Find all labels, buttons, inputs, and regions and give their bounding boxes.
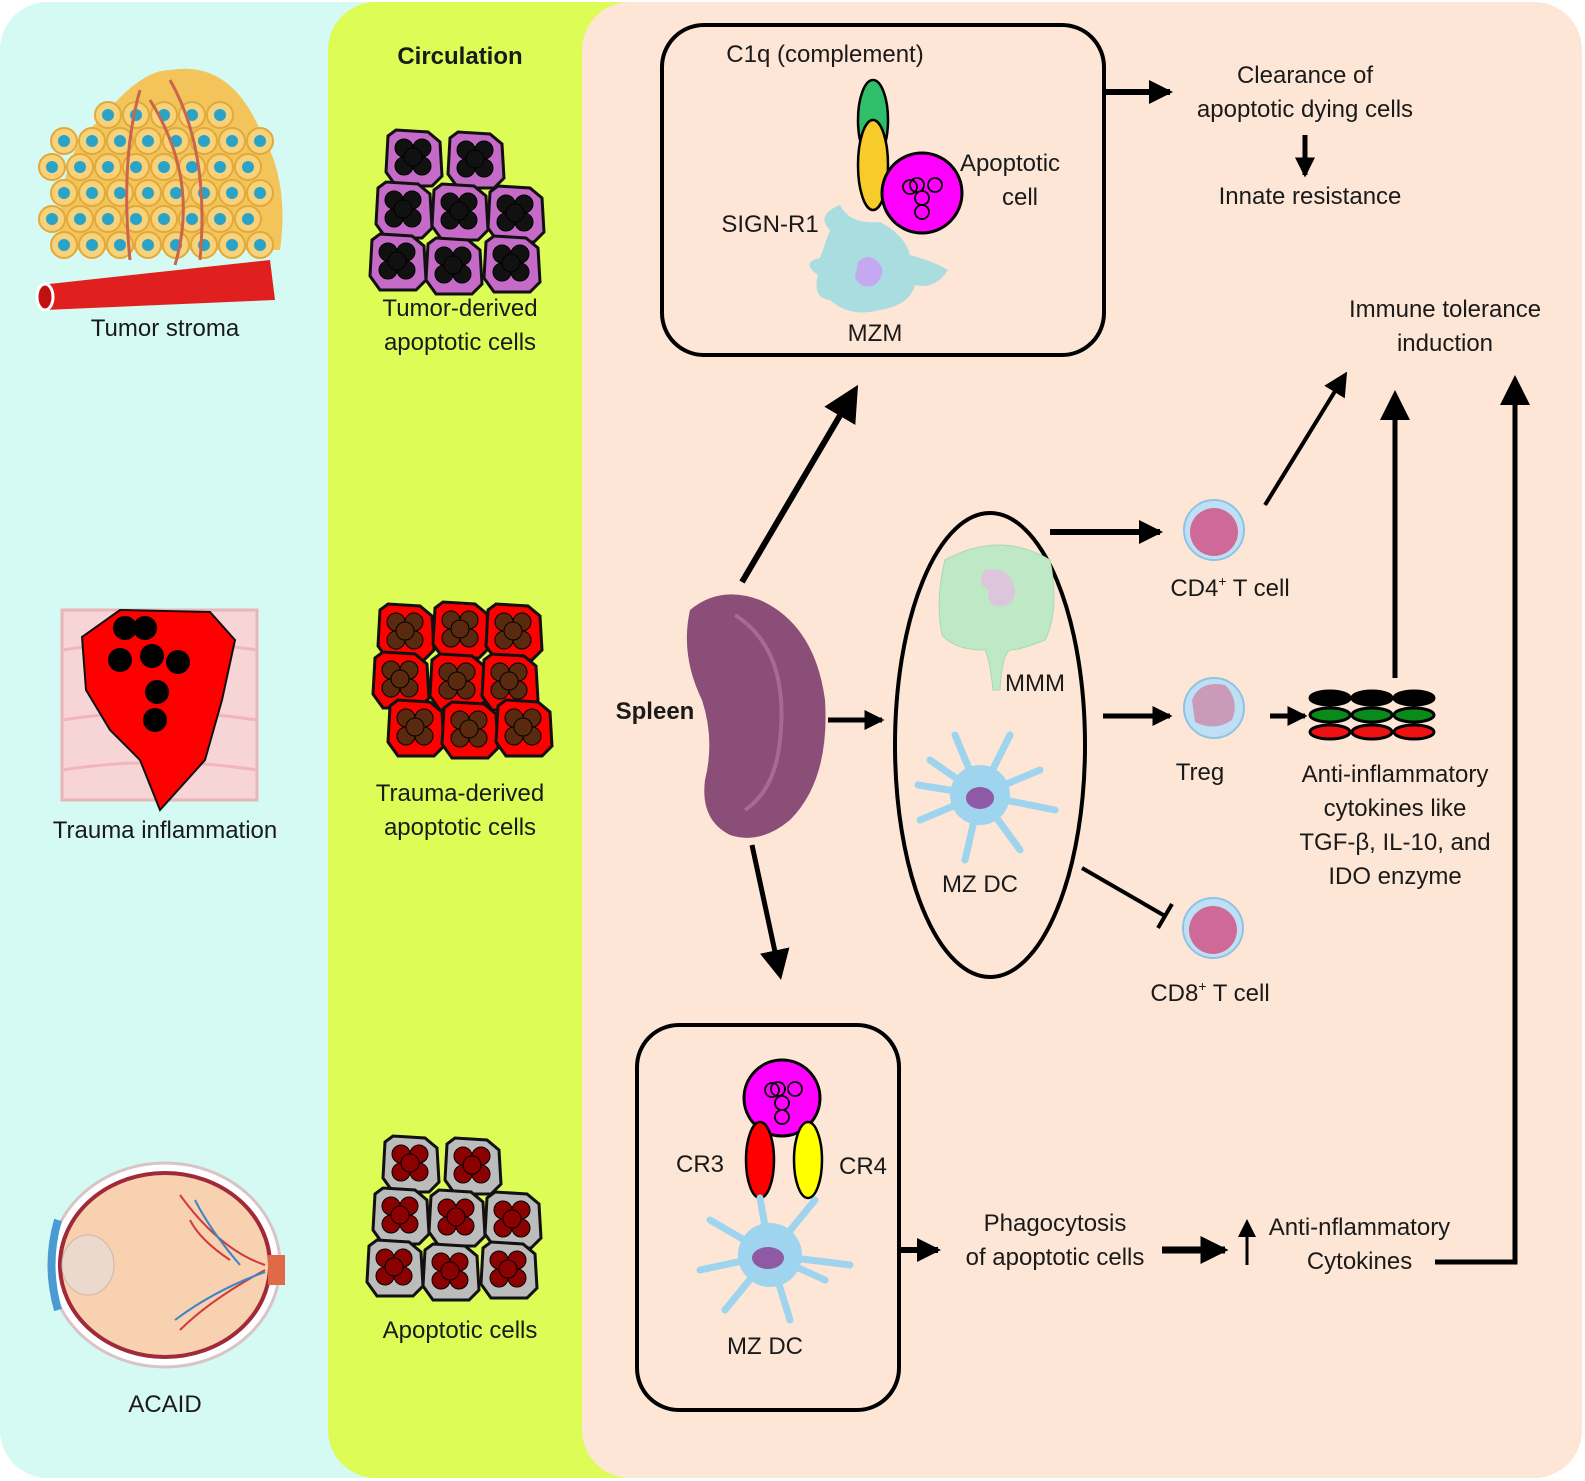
phagocytosis-label-l1: Phagocytosis [983, 1210, 1127, 1237]
arrow-bottom-to-tolerance [1435, 375, 1530, 1265]
eye-illustration [47, 1161, 285, 1369]
apoptotic-cell [424, 236, 484, 296]
apoptotic-cell-icon-top [880, 151, 964, 235]
trauma-derived-apoptotic-cells-cluster [371, 600, 554, 760]
apoptotic-cell [484, 602, 544, 662]
circulation-title: Circulation [397, 43, 523, 70]
trauma-derived-label-l1: Trauma-derived [375, 780, 545, 807]
apoptotic-cell [376, 602, 436, 662]
macrophage-dc-ellipse [893, 511, 1087, 979]
apoptotic-cell-label-l2: cell [1001, 184, 1038, 211]
sign-r1-yellow-icon [856, 118, 890, 212]
spleen-icon [686, 594, 826, 838]
apoptotic-cell [494, 698, 554, 758]
tumor-derived-apoptotic-cells-cluster [368, 128, 546, 296]
cd4-t-cell-icon [1183, 499, 1245, 561]
apoptotic-cell [443, 1136, 503, 1196]
apoptotic-cell-label-l1: Apoptotic [959, 150, 1061, 177]
tumor-derived-label-l1: Tumor-derived [382, 295, 538, 322]
anti-inflammatory-label-l1: Anti-nflammatory [1268, 1214, 1451, 1241]
mmm-cell-icon [938, 544, 1055, 691]
cytokines-icon [1308, 689, 1436, 741]
tumor-stroma-label: Tumor stroma [90, 315, 240, 342]
trauma-derived-label-l2: apoptotic cells [383, 814, 537, 841]
apoptotic-cells-label: Apoptotic cells [382, 1317, 538, 1344]
apoptotic-cell [421, 1242, 481, 1302]
immune-tolerance-label-l1: Immune tolerance [1348, 296, 1542, 323]
mzm-cell-icon [809, 205, 948, 313]
cytokines-label-l2: cytokines like [1323, 795, 1467, 822]
apoptotic-cell [440, 700, 500, 760]
apoptotic-cell [386, 698, 446, 758]
cr3-receptor-icon [744, 1120, 776, 1200]
mz-dc-bottom-label: MZ DC [727, 1333, 803, 1360]
arrow-cd4-to-tolerance [1263, 371, 1348, 507]
apoptotic-cell [430, 182, 490, 242]
anti-inflammatory-label-l2: Cytokines [1306, 1248, 1413, 1275]
trauma-inflammation-illustration [60, 608, 259, 812]
treg-label: Treg [1175, 759, 1225, 786]
apoptotic-cell [381, 1134, 441, 1194]
cytokines-label-l4: IDO enzyme [1328, 863, 1462, 890]
apoptotic-cell [371, 650, 431, 710]
treg-cell-icon [1183, 677, 1245, 739]
apoptotic-cell [483, 1190, 543, 1250]
apoptotic-cell [428, 652, 488, 712]
cr3-label: CR3 [675, 1151, 724, 1178]
mz-dc-bottom-cell-icon [696, 1194, 854, 1324]
cr4-receptor-icon [792, 1120, 824, 1200]
phagocytosis-label-l2: of apoptotic cells [965, 1244, 1145, 1271]
trauma-inflammation-label: Trauma inflammation [52, 817, 278, 844]
acaid-label: ACAID [128, 1391, 202, 1418]
apoptotic-cell [431, 600, 491, 660]
clearance-label-l2: apoptotic dying cells [1196, 96, 1414, 123]
mzm-label: MZM [847, 320, 903, 347]
cytokines-label-l1: Anti-inflammatory [1301, 761, 1489, 788]
apoptotic-cell [371, 1186, 431, 1246]
immune-tolerance-label-l2: induction [1396, 330, 1494, 357]
mzdc-recognition-box [635, 1023, 901, 1412]
cd8-t-cell-icon [1182, 897, 1244, 959]
apoptotic-cell [479, 1240, 539, 1300]
apoptotic-cell [384, 128, 444, 188]
cr4-label: CR4 [838, 1153, 887, 1180]
tumor-stroma-illustration [35, 68, 283, 312]
mmm-label: MMM [1005, 670, 1065, 697]
cd8-t-cell-label: CD8+ T cell [1150, 978, 1270, 1007]
innate-resistance-label: Innate resistance [1218, 183, 1402, 210]
apoptotic-cell [486, 184, 546, 244]
apoptotic-cells-cluster [365, 1134, 543, 1302]
arrow-spleen-to-mzm [739, 384, 859, 584]
spleen-label: Spleen [615, 698, 695, 725]
mz-dc-cell-icon [914, 731, 1059, 864]
sign-r1-label: SIGN-R1 [721, 211, 819, 238]
inhibit-cd8 [1080, 866, 1167, 918]
c1q-label: C1q (complement) [726, 41, 924, 68]
apoptotic-cell [427, 1188, 487, 1248]
mzm-recognition-box [660, 23, 1106, 357]
apoptotic-cell [482, 234, 542, 294]
cytokines-label-l3: TGF-β, IL-10, and [1299, 829, 1491, 856]
mz-dc-label: MZ DC [942, 871, 1018, 898]
apoptotic-cell [480, 652, 540, 712]
cd4-t-cell-label: CD4+ T cell [1170, 573, 1290, 602]
apoptotic-cell [365, 1238, 425, 1298]
apoptotic-cell-icon-bottom [742, 1058, 822, 1138]
tumor-derived-label-l2: apoptotic cells [383, 329, 537, 356]
apoptotic-cell [446, 130, 506, 190]
apoptotic-cell [368, 232, 428, 292]
clearance-label-l1: Clearance of [1236, 62, 1374, 89]
apoptotic-cell [374, 180, 434, 240]
arrow-spleen-to-mzdc [749, 844, 790, 980]
